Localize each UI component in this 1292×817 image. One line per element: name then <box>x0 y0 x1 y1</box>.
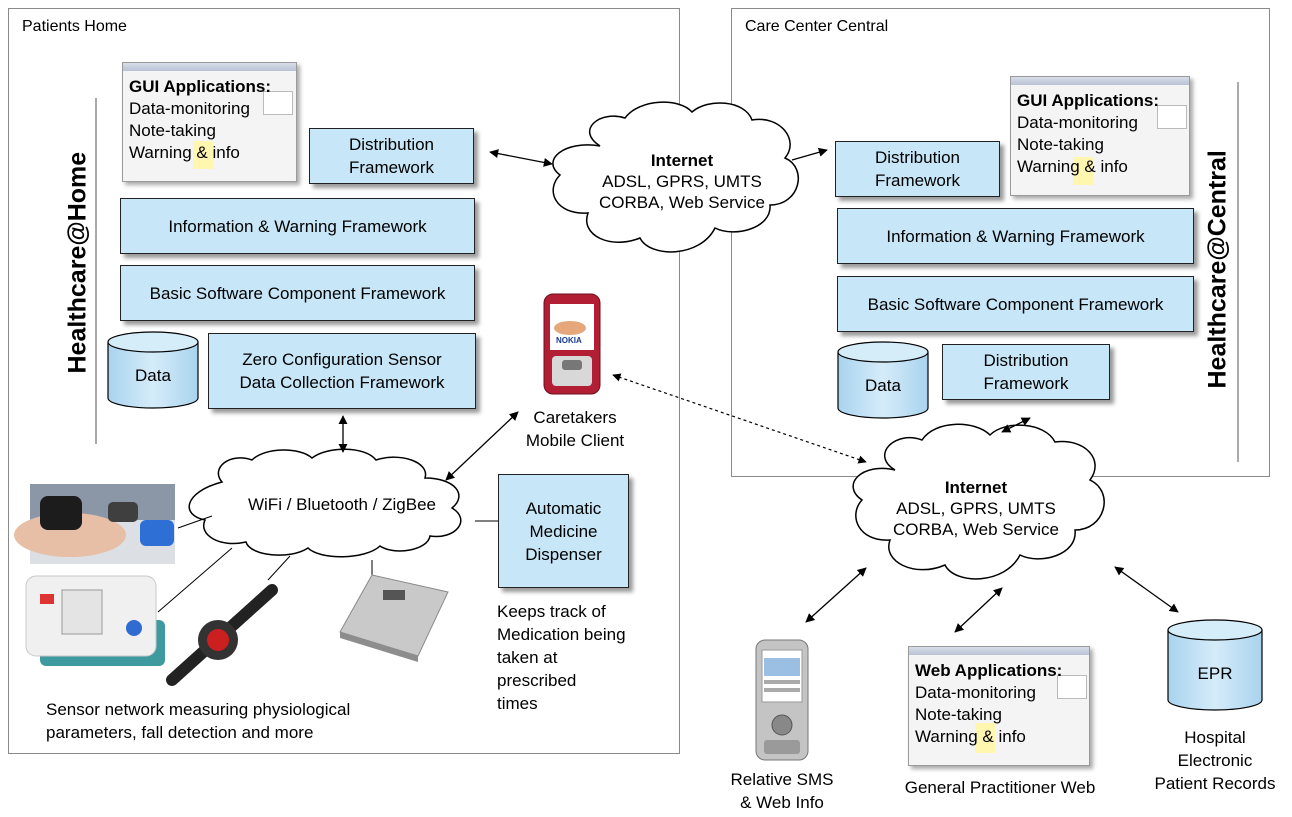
home-distribution-line: Framework <box>348 158 434 177</box>
central-gui-applications-panel: GUI Applications: Data-monitoring Note-t… <box>1010 76 1190 196</box>
sensor-caption-line: Sensor network measuring physiological <box>46 700 351 719</box>
dispenser-caption-line: prescribed <box>497 671 577 690</box>
central-distribution-framework-top: Distribution Framework <box>835 141 1000 197</box>
wireless-label: WiFi / Bluetooth / ZigBee <box>247 495 437 514</box>
home-gui-item: Note-taking <box>129 121 216 140</box>
home-gui-applications-panel: GUI Applications: Data-monitoring Note-t… <box>122 62 297 182</box>
relative-phone-image <box>755 639 809 761</box>
dispenser-line: Automatic <box>525 498 602 518</box>
dispenser-caption-line: times <box>497 694 538 713</box>
home-distribution-line: Distribution <box>348 135 435 154</box>
epr-caption-line: Hospital <box>1184 728 1246 747</box>
home-info-warning-framework: Information & Warning Framework <box>120 198 475 254</box>
epr-caption-line: Patient Records <box>1154 774 1276 793</box>
internet-bottom-title: Internet <box>944 478 1008 497</box>
caretaker-caption-line: Mobile Client <box>525 431 625 450</box>
weight-scale-image <box>339 574 449 662</box>
internet-bottom-line: CORBA, Web Service <box>893 520 1059 539</box>
dispenser-line: Medicine <box>529 521 598 541</box>
internet-top-cloud <box>552 101 800 253</box>
central-distribution-line: Distribution <box>874 148 961 167</box>
web-apps-item: Warning & info <box>915 727 1026 746</box>
internet-top-line: ADSL, GPRS, UMTS <box>602 172 762 191</box>
home-data-cylinder <box>107 331 199 409</box>
web-apps-item: Note-taking <box>915 705 1002 724</box>
home-data-label: Data <box>135 366 171 385</box>
internet-top-title: Internet <box>650 151 714 170</box>
internet-top-line: CORBA, Web Service <box>599 193 765 212</box>
home-gui-heading: GUI Applications: <box>129 77 271 96</box>
web-applications-panel: Web Applications: Data-monitoring Note-t… <box>908 646 1090 766</box>
blood-pressure-monitor-image <box>25 575 165 666</box>
central-info-warning-label: Information & Warning Framework <box>886 226 1145 246</box>
sensor-caption-line: parameters, fall detection and more <box>46 723 314 742</box>
dispenser-line: Dispenser <box>525 544 602 564</box>
relative-caption: Relative SMS & Web Info <box>712 768 852 814</box>
healthcare-home-label: Healthcare@Home <box>63 151 92 374</box>
home-basic-software-framework: Basic Software Component Framework <box>120 265 475 321</box>
central-gui-item: Data-monitoring <box>1017 113 1138 132</box>
dispenser-caption: Keeps track of Medication being taken at… <box>497 600 626 715</box>
epr-caption: Hospital Electronic Patient Records <box>1132 726 1292 795</box>
central-distribution-line: Distribution <box>983 351 1069 370</box>
home-gui-item: Warning & info <box>129 143 240 162</box>
dispenser-caption-line: Medication being <box>497 625 626 644</box>
dispenser-caption-line: taken at <box>497 648 558 667</box>
wireless-cloud <box>188 448 462 558</box>
healthcare-central-label: Healthcare@Central <box>1203 150 1232 389</box>
epr-caption-line: Electronic <box>1177 751 1253 770</box>
central-info-warning-framework: Information & Warning Framework <box>837 208 1194 264</box>
home-zero-config-line: Zero Configuration Sensor <box>242 350 442 369</box>
general-practitioner-caption: General Practitioner Web <box>904 778 1096 797</box>
central-gui-heading: GUI Applications: <box>1017 91 1159 110</box>
central-distribution-line: Framework <box>874 171 960 190</box>
central-gui-item: Note-taking <box>1017 135 1104 154</box>
caretaker-caption-line: Caretakers <box>533 408 617 427</box>
epr-label: EPR <box>1197 664 1233 683</box>
internet-bottom-line: ADSL, GPRS, UMTS <box>896 499 1056 518</box>
relative-caption-line: Relative SMS <box>730 770 834 789</box>
caretaker-caption: Caretakers Mobile Client <box>500 406 650 452</box>
fall-detection-watch-image <box>166 584 278 686</box>
relative-caption-line: & Web Info <box>740 793 824 812</box>
care-center-title: Care Center Central <box>745 18 889 35</box>
central-basic-software-label: Basic Software Component Framework <box>867 294 1164 314</box>
internet-bottom-cloud <box>852 423 1105 580</box>
internet-top-label: Internet ADSL, GPRS, UMTS CORBA, Web Ser… <box>582 150 782 213</box>
oximeter-image <box>14 484 175 564</box>
patients-home-title: Patients Home <box>22 18 127 35</box>
central-data-label: Data <box>865 376 901 395</box>
sensor-network-caption: Sensor network measuring physiological p… <box>46 698 350 744</box>
internet-bottom-label: Internet ADSL, GPRS, UMTS CORBA, Web Ser… <box>876 477 1076 540</box>
central-distribution-line: Framework <box>983 374 1069 393</box>
central-basic-software-framework: Basic Software Component Framework <box>837 276 1194 332</box>
central-gui-item: Warning & info <box>1017 157 1128 176</box>
home-gui-item: Data-monitoring <box>129 99 250 118</box>
web-apps-heading: Web Applications: <box>915 661 1063 680</box>
dispenser-caption-line: Keeps track of <box>497 602 606 621</box>
caretaker-phone-image <box>543 293 601 395</box>
home-zero-config-line: Data Collection Framework <box>239 373 445 392</box>
nokia-brand: NOKIA <box>556 336 582 345</box>
web-apps-item: Data-monitoring <box>915 683 1036 702</box>
central-distribution-framework-bottom: Distribution Framework <box>942 344 1110 400</box>
home-distribution-framework: Distribution Framework <box>309 128 474 184</box>
home-basic-software-label: Basic Software Component Framework <box>149 283 446 303</box>
medicine-dispenser: Automatic Medicine Dispenser <box>498 474 629 588</box>
epr-cylinder <box>1167 619 1263 711</box>
home-zero-config-framework: Zero Configuration Sensor Data Collectio… <box>208 333 476 409</box>
home-info-warning-label: Information & Warning Framework <box>168 216 427 236</box>
